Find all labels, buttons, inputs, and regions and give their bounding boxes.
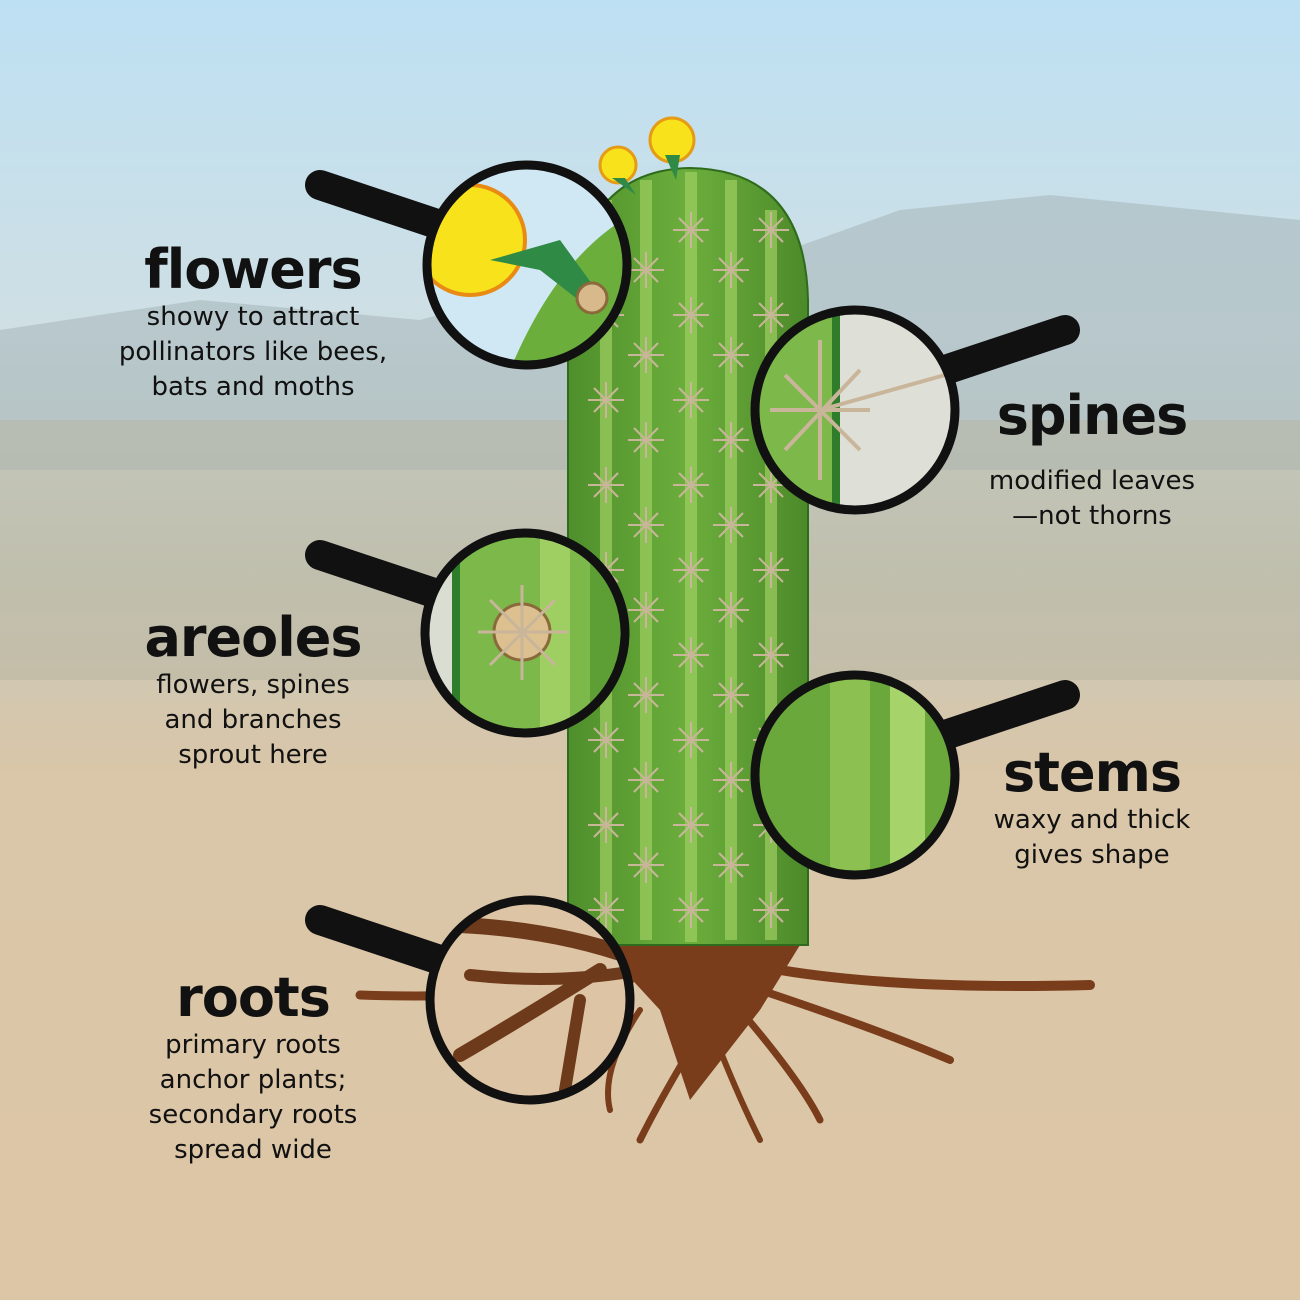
cactus-flowers <box>598 116 696 195</box>
label-line: pollinators like bees, <box>118 337 388 367</box>
label-title: stems <box>1003 741 1182 804</box>
spine-cluster <box>713 592 749 628</box>
spine-cluster <box>753 552 789 588</box>
label-title: flowers <box>144 238 362 301</box>
spine-cluster <box>713 252 749 288</box>
spine-cluster <box>628 507 664 543</box>
label-line: anchor plants; <box>159 1065 347 1095</box>
label-line: and branches <box>164 705 342 735</box>
label-title: roots <box>176 966 331 1029</box>
spine-cluster <box>753 297 789 333</box>
spine-cluster <box>588 722 624 758</box>
spine-cluster <box>673 892 709 928</box>
spine-cluster <box>713 337 749 373</box>
spine-cluster <box>713 762 749 798</box>
spine-cluster <box>673 297 709 333</box>
label-roots: roots primary roots anchor plants; secon… <box>83 968 423 1168</box>
spine-cluster <box>673 382 709 418</box>
spine-cluster <box>673 552 709 588</box>
spine-cluster <box>628 762 664 798</box>
label-areoles: areoles flowers, spines and branches spr… <box>83 608 423 773</box>
spine-clusters <box>588 212 789 928</box>
spine-cluster <box>713 847 749 883</box>
label-title: spines <box>996 384 1189 447</box>
label-line: showy to attract <box>146 302 360 332</box>
magnifier-stems <box>750 670 1080 880</box>
magnifier-spines <box>750 305 1080 515</box>
spine-cluster <box>713 422 749 458</box>
label-line: waxy and thick <box>993 805 1191 835</box>
spine-cluster <box>753 637 789 673</box>
cactus-stem <box>567 166 809 946</box>
spine-cluster <box>628 592 664 628</box>
label-line: primary roots <box>165 1030 341 1060</box>
spine-cluster <box>628 847 664 883</box>
label-line: sprout here <box>178 740 328 770</box>
label-title: areoles <box>144 606 362 669</box>
spine-cluster <box>673 212 709 248</box>
spine-cluster <box>588 382 624 418</box>
spine-cluster <box>628 677 664 713</box>
spine-cluster <box>588 467 624 503</box>
label-line: flowers, spines <box>156 670 350 700</box>
spine-cluster <box>588 892 624 928</box>
label-line: gives shape <box>1014 840 1170 870</box>
label-line: modified leaves <box>988 466 1196 496</box>
spine-cluster <box>673 722 709 758</box>
label-spines: spines modified leaves —not thorns <box>922 386 1262 534</box>
label-line: secondary roots <box>148 1100 358 1130</box>
spine-cluster <box>673 807 709 843</box>
spine-cluster <box>628 422 664 458</box>
spine-cluster <box>628 337 664 373</box>
spine-cluster <box>673 637 709 673</box>
spine-cluster <box>713 507 749 543</box>
label-line: spread wide <box>174 1135 332 1165</box>
spine-cluster <box>753 212 789 248</box>
magnifier-roots <box>305 895 635 1105</box>
spine-cluster <box>588 807 624 843</box>
label-flowers: flowers showy to attract pollinators lik… <box>83 240 423 405</box>
label-line: —not thorns <box>1012 501 1172 531</box>
spine-cluster <box>713 677 749 713</box>
label-line: bats and moths <box>151 372 355 402</box>
spine-cluster <box>628 252 664 288</box>
label-stems: stems waxy and thick gives shape <box>922 743 1262 873</box>
spine-cluster <box>753 892 789 928</box>
spine-cluster <box>673 467 709 503</box>
